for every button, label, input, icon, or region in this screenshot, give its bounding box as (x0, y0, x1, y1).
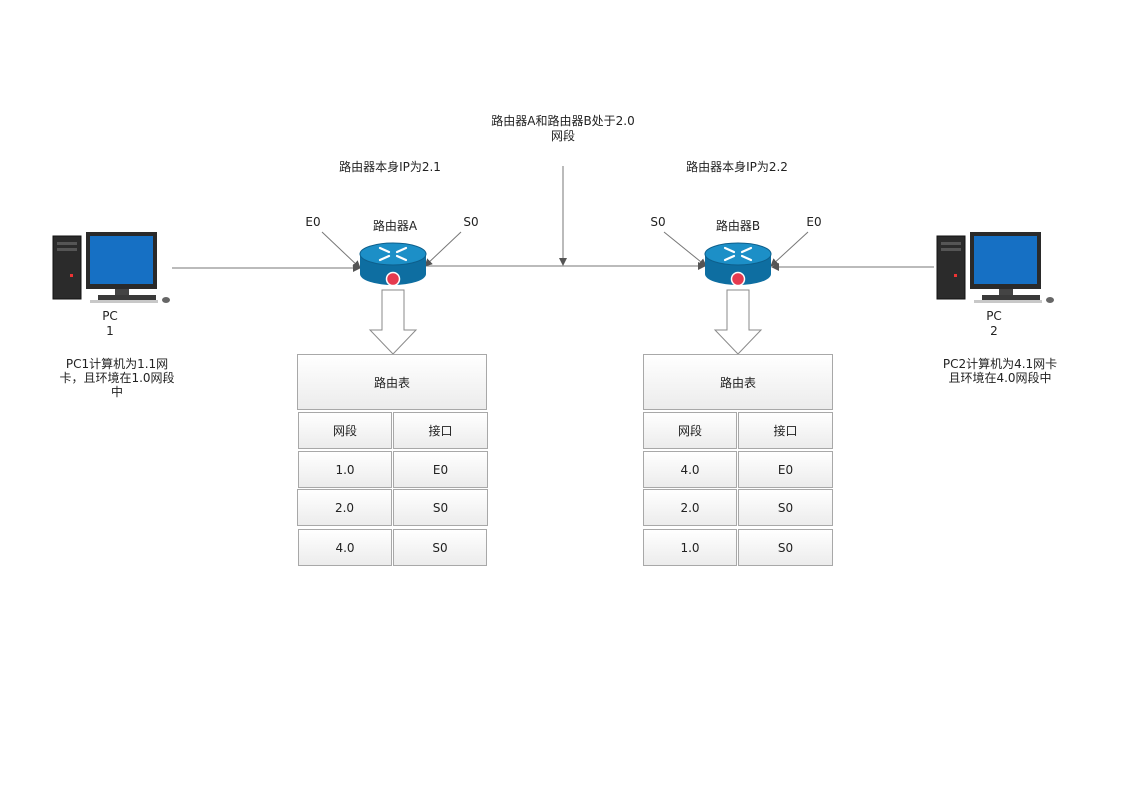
router-icon (704, 242, 772, 287)
router-b-table-header-interface: 接口 (738, 412, 833, 449)
pc1-label-line2: 1 (106, 324, 114, 338)
router-b (703, 240, 773, 290)
router-a-ip-note: 路由器本身IP为2.1 (339, 160, 441, 174)
router-a-row-3-segment: 4.0 (298, 529, 392, 566)
router-b-row-3-segment: 1.0 (643, 529, 737, 566)
router-a-port-e0: E0 (305, 215, 321, 229)
router-a-port-s0: S0 (463, 215, 479, 229)
router-b-ip-note: 路由器本身IP为2.2 (686, 160, 788, 174)
router-a (358, 240, 428, 290)
router-b-row-1-segment: 4.0 (643, 451, 737, 488)
router-a-row-1-interface: E0 (393, 451, 488, 488)
router-b-row-2-segment: 2.0 (643, 489, 737, 526)
router-a-title: 路由器A (372, 219, 418, 233)
router-a-table-title: 路由表 (297, 354, 487, 410)
router-a-row-1-segment: 1.0 (298, 451, 392, 488)
router-b-row-2-interface: S0 (738, 489, 833, 526)
pc1 (50, 228, 175, 306)
router-a-table-arrow (368, 289, 418, 355)
pointer-router-a-e0 (321, 231, 361, 269)
pc2-label-line2: 2 (990, 324, 998, 338)
pc2-label-line1: PC (986, 309, 1002, 323)
router-icon (359, 242, 427, 287)
desktop-computer-icon (936, 232, 1054, 303)
router-b-port-s0: S0 (650, 215, 666, 229)
router-a-row-2-segment: 2.0 (297, 489, 392, 526)
pc2 (934, 228, 1059, 306)
router-a-row-3-interface: S0 (393, 529, 487, 566)
pc1-note: PC1计算机为1.1网卡，且环境在1.0网段中 (59, 357, 175, 399)
desktop-computer-icon (52, 232, 170, 303)
router-b-port-e0: E0 (806, 215, 822, 229)
router-a-row-2-interface: S0 (393, 489, 488, 526)
router-b-table-header-segment: 网段 (643, 412, 737, 449)
pc1-label-line1: PC (102, 309, 118, 323)
network-label-line1: 路由器A和路由器B处于2.0 (491, 114, 635, 128)
pointer-router-a-s0 (424, 231, 462, 267)
router-b-title: 路由器B (715, 219, 761, 233)
router-b-row-1-interface: E0 (738, 451, 833, 488)
router-b-table-arrow (713, 289, 763, 355)
router-b-table-title: 路由表 (643, 354, 833, 410)
pointer-router-b-s0 (663, 231, 707, 267)
router-a-table-header-segment: 网段 (298, 412, 392, 449)
pointer-router-b-e0 (770, 231, 809, 267)
router-b-row-3-interface: S0 (738, 529, 833, 566)
pc2-note: PC2计算机为4.1网卡且环境在4.0网段中 (942, 357, 1058, 385)
router-a-table-header-interface: 接口 (393, 412, 488, 449)
network-label-line2: 网段 (550, 129, 575, 143)
